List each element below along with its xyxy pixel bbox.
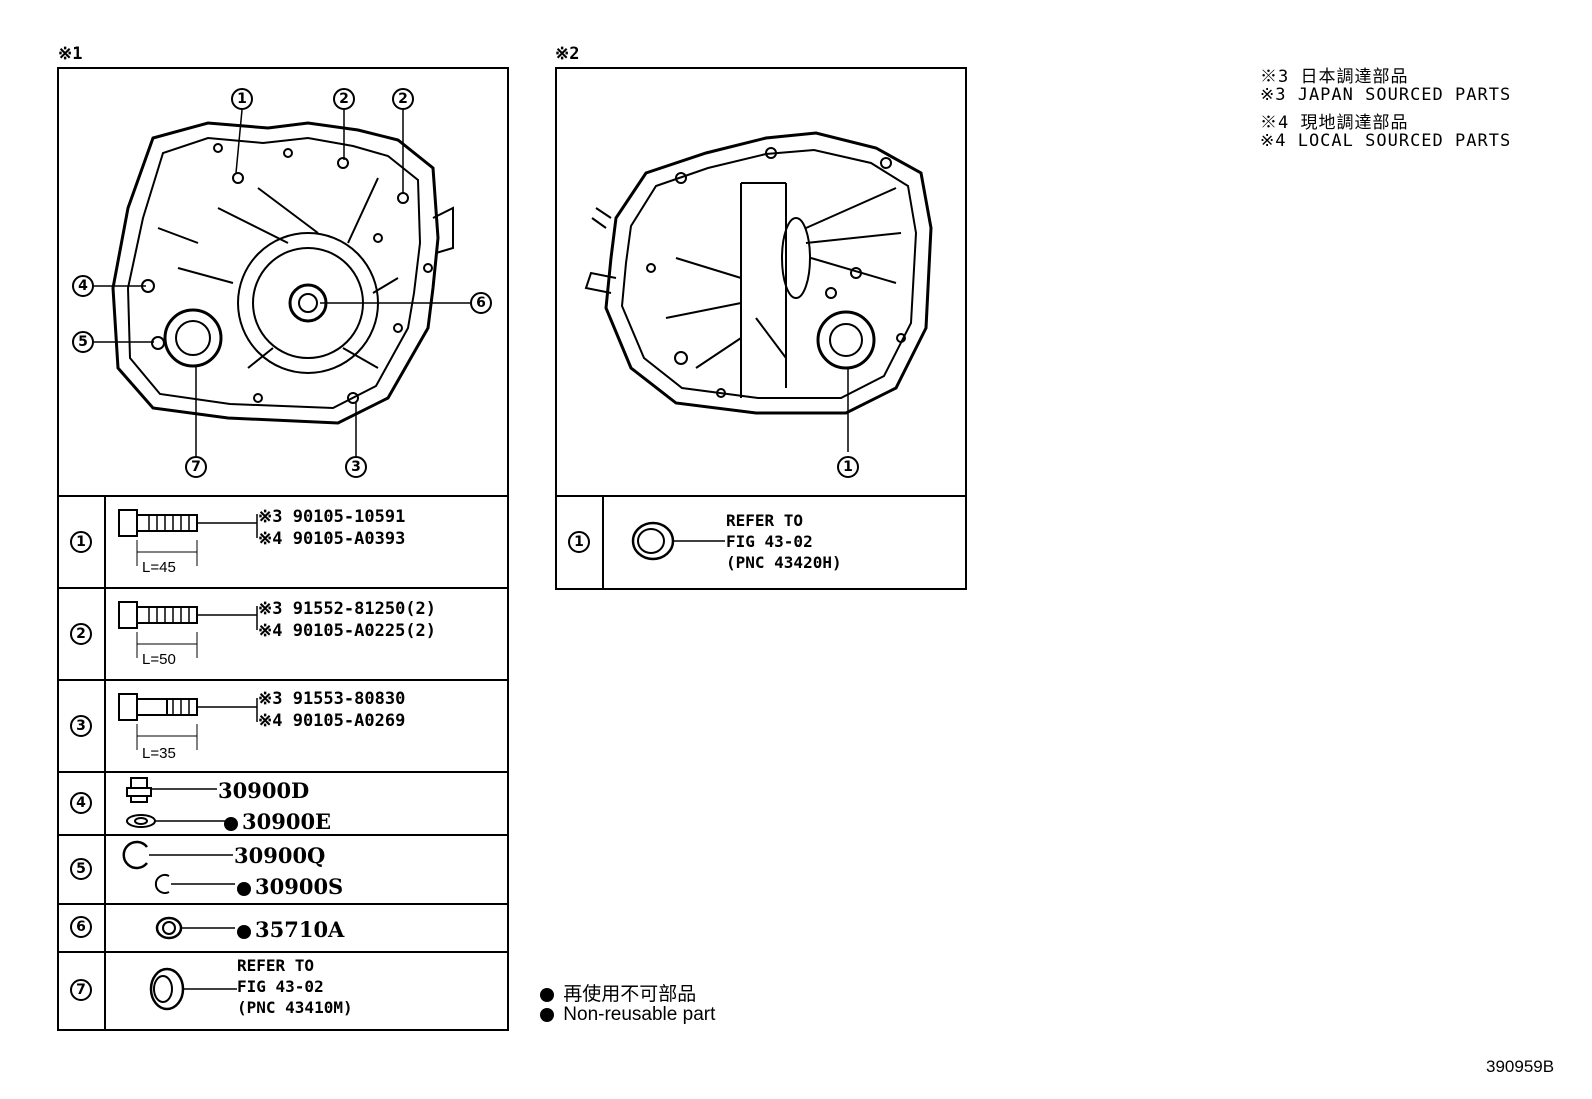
part-30900E: 30900E <box>224 809 331 834</box>
part-30900S: 30900S <box>237 874 343 899</box>
legend-non-reusable-en: Non-reusable part <box>540 1004 715 1026</box>
row1-line1: ※3 90105-10591 <box>258 507 406 527</box>
legend-non-reusable-jp: 再使用不可部品 <box>540 979 696 1006</box>
panel2-refer-2: FIG 43-02 <box>726 532 813 551</box>
row-index-3: 3 <box>70 715 92 737</box>
bolt-drawings <box>118 509 258 750</box>
callout-5: 5 <box>72 331 94 353</box>
legend-japan-jp: ※3 日本調達部品 <box>1260 67 1409 87</box>
row3-length: L=35 <box>142 745 176 762</box>
callout-7: 7 <box>185 456 207 478</box>
legend-local-jp: ※4 現地調達部品 <box>1260 113 1409 133</box>
row7-refer-3: (PNC 43410M) <box>237 998 353 1017</box>
small-part-drawings <box>122 777 235 940</box>
non-reusable-dot-icon <box>540 1007 554 1022</box>
row2-line2: ※4 90105-A0225(2) <box>258 621 437 641</box>
row3-line2: ※4 90105-A0269 <box>258 711 406 731</box>
legend-japan-en: ※3 JAPAN SOURCED PARTS <box>1260 85 1512 105</box>
non-reusable-dot-icon <box>237 881 251 896</box>
callout-2b: 2 <box>392 88 414 110</box>
row2-length: L=50 <box>142 651 176 668</box>
figure-id: 390959B <box>1486 1057 1555 1076</box>
transmission-housing-drawing-rear <box>584 131 933 452</box>
panel1-marker: ※1 <box>58 44 83 64</box>
panel2-row-index-1: 1 <box>568 531 590 553</box>
panel1-frame <box>57 67 509 1031</box>
transmission-housing-drawing-front <box>94 109 470 458</box>
part-35710A: 35710A <box>237 917 344 942</box>
oil-seal-drawing-panel2 <box>631 521 725 561</box>
callout-4: 4 <box>72 275 94 297</box>
row-index-5: 5 <box>70 858 92 880</box>
non-reusable-dot-icon <box>237 924 251 939</box>
row3-line1: ※3 91553-80830 <box>258 689 406 709</box>
callout-6: 6 <box>470 292 492 314</box>
panel2-refer-3: (PNC 43420H) <box>726 553 842 572</box>
panel2-frame <box>555 67 967 590</box>
row7-refer-1: REFER TO <box>237 956 315 975</box>
row-index-2: 2 <box>70 623 92 645</box>
callout-3: 3 <box>345 456 367 478</box>
row-index-1: 1 <box>70 531 92 553</box>
part-30900D: 30900D <box>218 778 310 803</box>
oil-seal-drawing-row7 <box>149 967 237 1011</box>
row7-refer-2: FIG 43-02 <box>237 977 324 996</box>
row1-line2: ※4 90105-A0393 <box>258 529 406 549</box>
non-reusable-dot-icon <box>540 987 554 1002</box>
row-index-6: 6 <box>70 916 92 938</box>
panel2-marker: ※2 <box>555 44 580 64</box>
legend-local-en: ※4 LOCAL SOURCED PARTS <box>1260 131 1512 151</box>
non-reusable-dot-icon <box>224 816 238 831</box>
part-30900Q: 30900Q <box>234 843 326 868</box>
row-index-7: 7 <box>70 979 92 1001</box>
row1-length: L=45 <box>142 559 176 576</box>
panel2-refer-1: REFER TO <box>726 511 804 530</box>
row2-line1: ※3 91552-81250(2) <box>258 599 437 619</box>
callout-2a: 2 <box>333 88 355 110</box>
callout-1: 1 <box>231 88 253 110</box>
panel2-callout-1: 1 <box>837 456 859 478</box>
row-index-4: 4 <box>70 792 92 814</box>
